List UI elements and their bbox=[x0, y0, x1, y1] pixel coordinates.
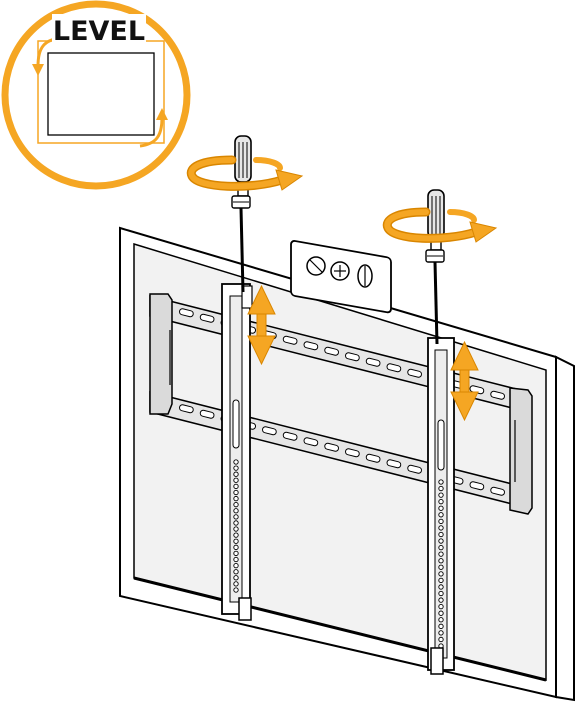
arm-hole bbox=[233, 489, 239, 496]
arm-hole bbox=[438, 518, 444, 525]
bracket-right-end bbox=[509, 387, 533, 515]
arm-hole bbox=[233, 575, 239, 581]
bracket-slot bbox=[407, 464, 423, 474]
arm-hole bbox=[233, 495, 239, 502]
bracket-slot bbox=[344, 448, 360, 458]
right-mounting-arm bbox=[427, 337, 455, 675]
arm-hole bbox=[438, 544, 444, 551]
arm-hole bbox=[438, 564, 444, 570]
arm-hole bbox=[438, 590, 444, 597]
bracket-left-end bbox=[149, 293, 173, 415]
bracket-slot bbox=[386, 363, 402, 373]
left-mounting-arm bbox=[221, 283, 253, 621]
arm-hole bbox=[233, 483, 239, 490]
bracket-slot bbox=[282, 431, 298, 441]
arm-hole bbox=[233, 544, 239, 550]
bracket-slot bbox=[386, 459, 402, 469]
right-up-down-arrow-icon bbox=[450, 340, 479, 422]
bracket-slot bbox=[178, 404, 194, 414]
left-arm-foot bbox=[238, 597, 252, 621]
arm-hole bbox=[233, 526, 239, 532]
arm-hole bbox=[438, 630, 444, 636]
bracket-slot bbox=[261, 426, 277, 436]
bracket-slot bbox=[365, 453, 381, 463]
right-arm-foot bbox=[430, 647, 444, 675]
arm-hole bbox=[438, 636, 444, 643]
arm-hole bbox=[438, 505, 444, 511]
left-rotate-arrow-icon bbox=[186, 155, 304, 191]
left-arm-channel bbox=[229, 295, 243, 603]
right-screwdriver-icon bbox=[425, 189, 445, 345]
arm-hole bbox=[233, 556, 239, 563]
arm-hole bbox=[438, 479, 444, 485]
arm-hole bbox=[438, 558, 444, 564]
tv-side-edge bbox=[555, 355, 575, 702]
arm-hole bbox=[438, 617, 444, 623]
bracket-slot bbox=[199, 313, 215, 323]
arm-hole bbox=[233, 520, 239, 526]
arm-hole bbox=[438, 571, 444, 577]
level-inset: LEVEL bbox=[1, 0, 191, 190]
bracket-slot bbox=[469, 481, 485, 491]
arm-hole bbox=[233, 514, 239, 520]
bracket-slot bbox=[303, 437, 319, 447]
bracket-slot bbox=[303, 341, 319, 351]
arm-hole bbox=[233, 502, 239, 508]
bracket-slot bbox=[490, 486, 506, 496]
arm-hole bbox=[233, 471, 239, 477]
arm-hole bbox=[438, 512, 444, 518]
bubble-level-icon bbox=[290, 240, 392, 314]
bracket-slot bbox=[199, 409, 215, 419]
left-up-down-arrow-icon bbox=[247, 284, 276, 366]
arm-hole bbox=[438, 485, 444, 492]
bracket-slot bbox=[365, 357, 381, 367]
bracket-slot bbox=[178, 308, 194, 318]
bracket-slot bbox=[324, 442, 340, 452]
right-arm-slot bbox=[437, 419, 445, 471]
arm-hole bbox=[438, 577, 444, 584]
level-inset-arrow-right bbox=[139, 117, 164, 148]
arm-hole bbox=[438, 499, 444, 505]
tv-bottom-bezel bbox=[133, 576, 547, 682]
right-rotate-arrow-icon bbox=[382, 207, 498, 243]
arm-hole bbox=[438, 525, 444, 531]
arm-hole bbox=[233, 562, 239, 569]
arm-hole bbox=[438, 551, 444, 557]
left-arm-slot bbox=[232, 399, 240, 449]
arm-hole bbox=[233, 538, 239, 544]
arm-hole bbox=[438, 610, 444, 616]
arm-hole bbox=[438, 603, 444, 610]
arm-hole bbox=[233, 587, 239, 593]
level-inset-screen bbox=[47, 52, 155, 136]
arm-hole bbox=[438, 538, 444, 544]
arm-hole bbox=[438, 492, 444, 498]
arm-hole bbox=[233, 465, 239, 471]
bracket-slot bbox=[282, 335, 298, 345]
level-inset-label: LEVEL bbox=[53, 16, 145, 47]
bracket-slot bbox=[324, 346, 340, 356]
arm-hole bbox=[233, 459, 239, 465]
arm-hole bbox=[233, 569, 239, 575]
bracket-slot bbox=[407, 368, 423, 378]
bracket-slot bbox=[344, 352, 360, 362]
arm-hole bbox=[233, 508, 239, 514]
arm-hole bbox=[438, 597, 444, 603]
right-arm-holes bbox=[438, 479, 444, 649]
arm-hole bbox=[438, 531, 444, 538]
bracket-slot bbox=[490, 390, 506, 400]
arm-hole bbox=[233, 532, 239, 538]
arm-hole bbox=[438, 584, 444, 590]
left-arm-holes bbox=[233, 459, 239, 593]
arm-hole bbox=[233, 550, 239, 557]
left-arm-clip bbox=[241, 285, 253, 309]
arm-hole bbox=[233, 477, 239, 483]
arm-hole bbox=[438, 623, 444, 629]
arm-hole bbox=[233, 581, 239, 587]
